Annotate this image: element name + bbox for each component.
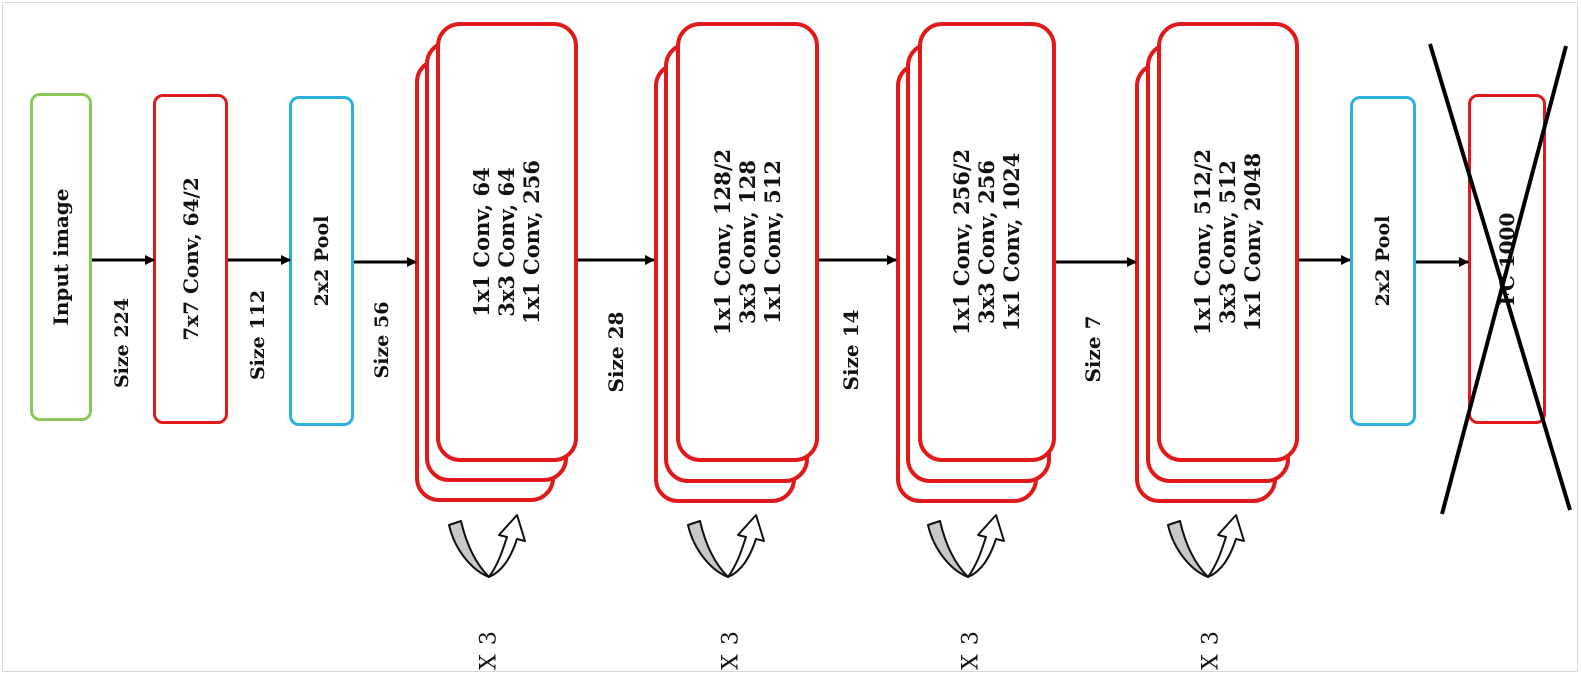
arrow-icon <box>92 255 1469 267</box>
stage1-block: 1x1 Conv, 64 3x3 Conv, 64 1x1 Conv, 256 <box>436 22 578 462</box>
pool2-block: 2x2 Pool <box>1350 96 1416 426</box>
repeat-loop-icon <box>687 514 765 578</box>
input-image-block: Input image <box>30 93 92 421</box>
stage4-block: 1x1 Conv, 512/2 3x3 Conv, 512 1x1 Conv, … <box>1157 22 1299 462</box>
repeat-loop-icon <box>1167 514 1245 578</box>
repeat-loop-icon <box>927 514 1005 578</box>
cross-out-icon <box>1428 43 1572 515</box>
stage2-block: 1x1 Conv, 128/2 3x3 Conv, 128 1x1 Conv, … <box>676 22 819 462</box>
stage3-block: 1x1 Conv, 256/2 3x3 Conv, 256 1x1 Conv, … <box>918 22 1056 462</box>
repeat-loop-icon <box>448 514 526 578</box>
pool1-block: 2x2 Pool <box>289 96 354 426</box>
